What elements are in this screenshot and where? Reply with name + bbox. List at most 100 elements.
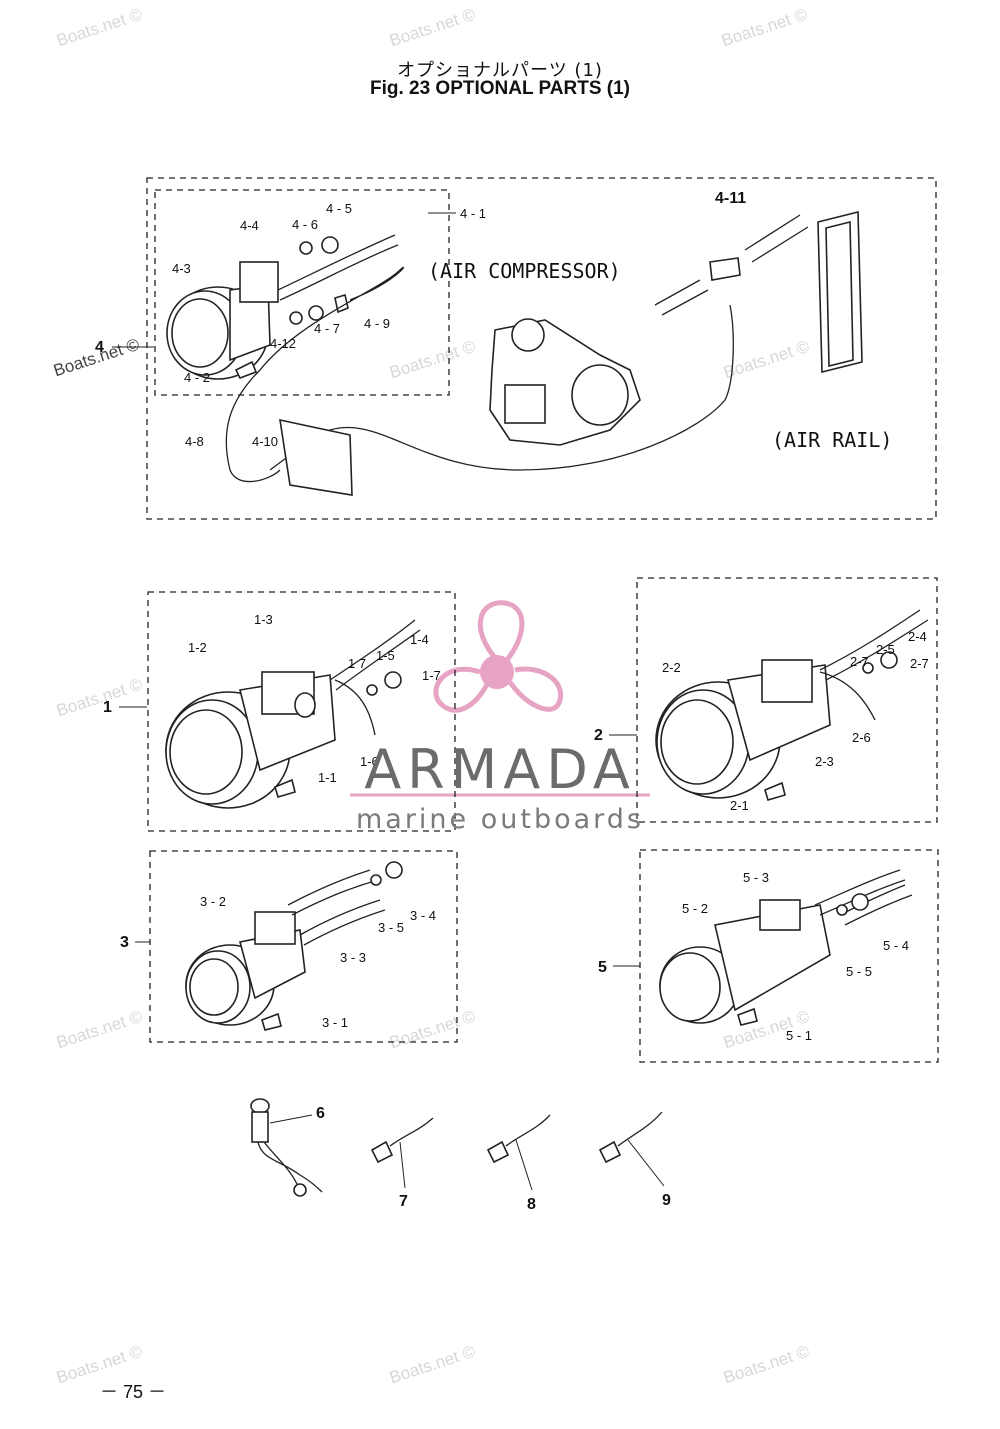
air-rail-illustration xyxy=(817,210,863,374)
callout-2-5: 2-5 xyxy=(876,642,895,657)
group-number-4: 4 xyxy=(95,339,104,356)
callout-8: 8 xyxy=(527,1196,536,1213)
group-3-box xyxy=(149,850,458,1043)
callout-9: 9 xyxy=(662,1192,671,1209)
group-number-1: 1 xyxy=(103,699,112,716)
callout-1-6: 1-6 xyxy=(360,754,379,769)
bracket-4-10 xyxy=(279,418,353,496)
nut-5-4 xyxy=(851,893,869,911)
callout-3-3: 3 - 3 xyxy=(340,950,366,965)
label-air-compressor: (AIR COMPRESSOR) xyxy=(428,259,621,283)
washer-2-5 xyxy=(862,662,874,674)
gauge-2 xyxy=(655,659,831,799)
callout-1-4: 1-4 xyxy=(410,632,429,647)
callout-2-2: 2-2 xyxy=(662,660,681,675)
callout-4-1: 4 - 1 xyxy=(460,206,486,221)
washer-4-12 xyxy=(289,311,303,325)
wire-3b xyxy=(299,899,386,946)
part-8-lead xyxy=(486,1114,551,1164)
bulb-4-2 xyxy=(234,360,258,380)
callout-7: 7 xyxy=(399,1193,408,1210)
label-air-rail: (AIR RAIL) xyxy=(772,428,892,452)
nut-4-5 xyxy=(321,236,339,254)
callout-2-6: 2-6 xyxy=(852,730,871,745)
callout-1-3: 1-3 xyxy=(254,612,273,627)
bulb-1-1 xyxy=(274,778,296,798)
callout-2-7b: 2-7 xyxy=(910,656,929,671)
logo-wordmark: ARMADA xyxy=(364,738,636,801)
wire-4-1 xyxy=(277,234,396,291)
callout-3-5: 3 - 5 xyxy=(378,920,404,935)
title-japanese: オプショナルパーツ (1) xyxy=(397,60,603,81)
gauge-4-3 xyxy=(166,261,279,380)
part-7-lead xyxy=(370,1117,434,1164)
callout-4-4: 4-4 xyxy=(240,218,259,233)
tee-fitting-4-11 xyxy=(709,257,741,281)
callout-1-7a: 1 7 xyxy=(348,656,366,671)
callout-5-2: 5 - 2 xyxy=(682,901,708,916)
wire-2 xyxy=(819,609,929,681)
callout-4-6: 4 - 6 xyxy=(292,217,318,232)
wire-1-6 xyxy=(334,679,376,736)
group-4-inner-box xyxy=(154,189,450,396)
callout-3-4: 3 - 4 xyxy=(410,908,436,923)
gauge-3 xyxy=(185,911,306,1026)
nut-3-4 xyxy=(385,861,403,879)
hose-segment-upper xyxy=(744,214,809,263)
washer-4-6 xyxy=(299,241,313,255)
callout-2-1: 2-1 xyxy=(730,798,749,813)
group-5-box xyxy=(639,849,939,1063)
wire-2-6 xyxy=(819,671,876,721)
wire-3a xyxy=(287,869,379,916)
wire-1 xyxy=(329,619,421,691)
group-number-3: 3 xyxy=(120,934,129,951)
nut-4-7 xyxy=(308,305,324,321)
callout-4-11: 4-11 xyxy=(715,190,746,207)
washer-5-5 xyxy=(836,904,848,916)
gauge-5 xyxy=(659,899,831,1024)
callout-2-3: 2-3 xyxy=(815,754,834,769)
callout-4-3: 4-3 xyxy=(172,261,191,276)
callout-4-10: 4-10 xyxy=(252,434,278,449)
leader-6 xyxy=(269,1114,313,1124)
callout-4-7: 4 - 7 xyxy=(314,321,340,336)
callout-4-5: 4 - 5 xyxy=(326,201,352,216)
callout-1-5: 1-5 xyxy=(376,648,395,663)
washer-3-5 xyxy=(370,874,382,886)
hose-4-8 xyxy=(225,266,405,483)
group-number-5: 5 xyxy=(598,959,607,976)
hose-segment xyxy=(654,279,709,316)
bulb-3-1 xyxy=(261,1012,282,1031)
nut-2-4 xyxy=(880,651,898,669)
callout-2-4: 2-4 xyxy=(908,629,927,644)
gauge-1 xyxy=(165,671,336,809)
logo-tagline: marine outboards xyxy=(355,804,644,835)
callout-4-9: 4 - 9 xyxy=(364,316,390,331)
group-2-box xyxy=(636,577,938,823)
callout-5-3: 5 - 3 xyxy=(743,870,769,885)
leader-8 xyxy=(515,1139,533,1191)
callout-6: 6 xyxy=(316,1105,325,1122)
callout-4-12: 4-12 xyxy=(270,336,296,351)
figure-title: Fig. 23 OPTIONAL PARTS (1) xyxy=(369,78,631,99)
part-6-plug xyxy=(250,1098,323,1197)
callout-4-2: 4 - 2 xyxy=(184,370,210,385)
air-compressor-illustration xyxy=(489,318,641,446)
callout-4-8: 4-8 xyxy=(185,434,204,449)
callout-5-5: 5 - 5 xyxy=(846,964,872,979)
callout-3-2: 3 - 2 xyxy=(200,894,226,909)
bulb-5-1 xyxy=(737,1007,758,1026)
page-number: － 75 － xyxy=(100,1382,167,1402)
wire-4-1b xyxy=(279,244,399,301)
nut-1-4 xyxy=(384,671,402,689)
callout-5-4: 5 - 4 xyxy=(883,938,909,953)
bulb-2-1 xyxy=(764,781,786,801)
callout-1-2: 1-2 xyxy=(188,640,207,655)
callout-2-7a: 2-7 xyxy=(850,654,869,669)
leader-9 xyxy=(627,1139,665,1187)
washer-1-5 xyxy=(366,684,378,696)
callout-1-7b: 1-7 xyxy=(422,668,441,683)
group-4-outer-box xyxy=(146,177,937,520)
callout-5-1: 5 - 1 xyxy=(786,1028,812,1043)
